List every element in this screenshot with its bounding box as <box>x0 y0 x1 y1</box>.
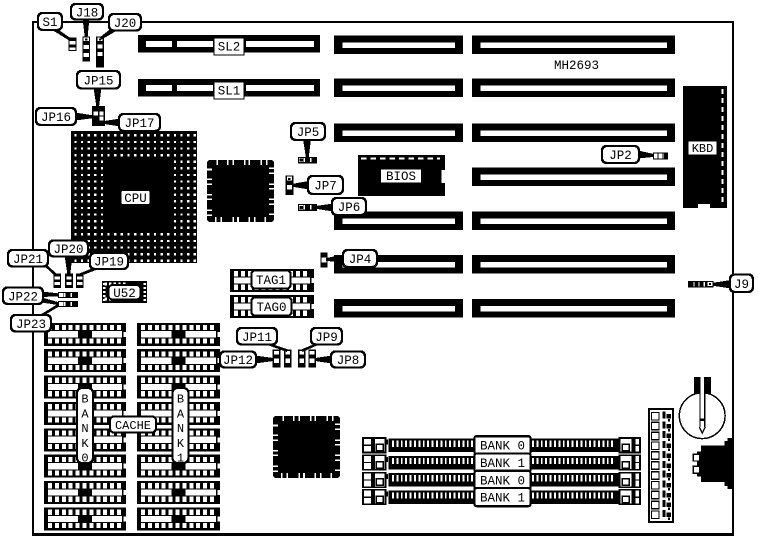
svg-text:BANK 1: BANK 1 <box>480 492 525 506</box>
svg-text:JP21: JP21 <box>13 253 43 267</box>
svg-text:JP8: JP8 <box>337 354 360 368</box>
svg-text:JP9: JP9 <box>315 331 338 345</box>
svg-text:JP6: JP6 <box>338 201 361 215</box>
svg-text:N: N <box>177 422 184 436</box>
svg-text:JP2: JP2 <box>609 149 632 163</box>
svg-text:BIOS: BIOS <box>386 170 416 184</box>
svg-text:JP5: JP5 <box>297 126 320 140</box>
svg-text:BANK 0: BANK 0 <box>480 440 525 454</box>
svg-text:A: A <box>81 407 89 421</box>
svg-text:TAG0: TAG0 <box>256 301 286 315</box>
svg-text:TAG1: TAG1 <box>256 274 286 288</box>
svg-text:KBD: KBD <box>692 142 714 156</box>
svg-text:B: B <box>177 393 184 407</box>
svg-text:JP23: JP23 <box>16 318 46 332</box>
svg-text:JP17: JP17 <box>124 117 154 131</box>
svg-text:N: N <box>81 422 88 436</box>
svg-text:S1: S1 <box>42 16 57 30</box>
svg-text:K: K <box>81 437 89 451</box>
svg-text:MH2693: MH2693 <box>554 59 599 73</box>
svg-text:J9: J9 <box>734 278 749 292</box>
svg-text:JP15: JP15 <box>83 74 113 88</box>
svg-text:SL2: SL2 <box>218 41 241 55</box>
svg-text:J20: J20 <box>114 17 137 31</box>
svg-text:JP16: JP16 <box>41 111 71 125</box>
svg-text:J18: J18 <box>76 6 99 20</box>
svg-text:JP11: JP11 <box>242 331 272 345</box>
svg-text:JP19: JP19 <box>94 256 124 270</box>
svg-text:SL1: SL1 <box>218 85 241 99</box>
svg-text:JP20: JP20 <box>53 243 83 257</box>
svg-text:BANK 0: BANK 0 <box>480 474 525 488</box>
svg-text:JP7: JP7 <box>314 180 337 194</box>
svg-text:0: 0 <box>81 452 88 466</box>
svg-text:U52: U52 <box>113 287 136 301</box>
svg-text:A: A <box>177 407 185 421</box>
svg-text:1: 1 <box>177 452 184 466</box>
svg-text:CACHE: CACHE <box>115 419 151 433</box>
svg-text:JP22: JP22 <box>8 290 38 304</box>
svg-text:K: K <box>177 437 185 451</box>
svg-text:CPU: CPU <box>124 192 147 206</box>
svg-text:JP12: JP12 <box>223 354 253 368</box>
svg-text:B: B <box>81 393 88 407</box>
svg-text:BANK 1: BANK 1 <box>480 457 525 471</box>
svg-text:JP4: JP4 <box>349 253 372 267</box>
